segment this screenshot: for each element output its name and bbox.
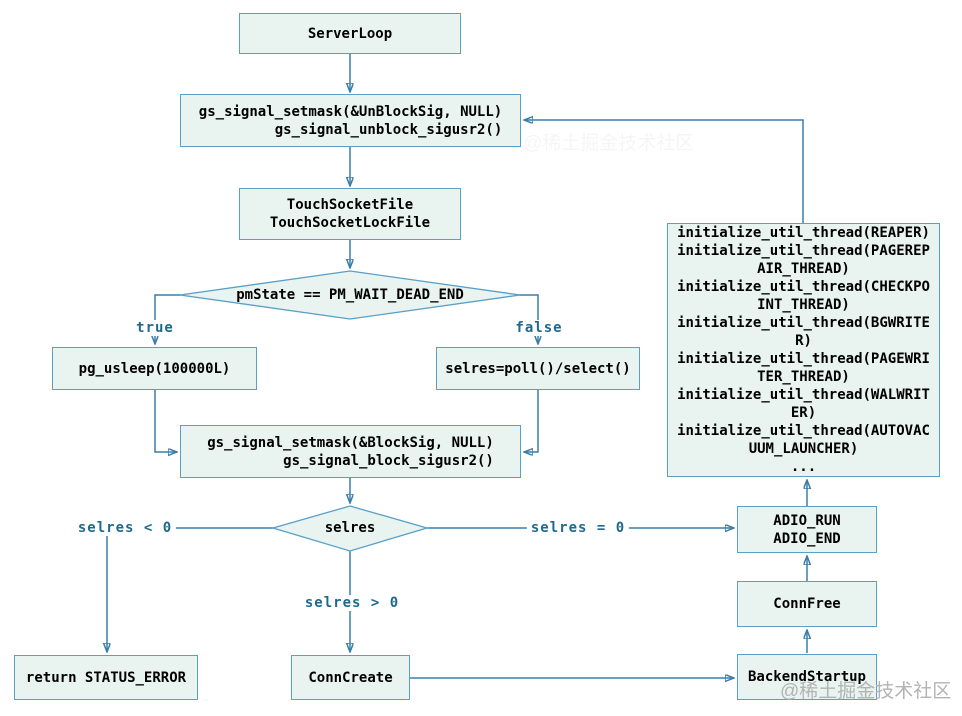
node-backend-startup: BackendStartup <box>737 654 877 700</box>
node-label: ADIO_RUN <box>773 512 841 529</box>
edge-usleep-to-block <box>154 390 177 452</box>
decision-diamond-pmstate <box>179 270 521 320</box>
node-selres-poll: selres=poll()/select() <box>436 347 640 390</box>
node-label: BackendStartup <box>747 669 866 685</box>
node-touch-socket: TouchSocketFile TouchSocketLockFile <box>239 188 461 240</box>
edge-label-true: true <box>132 320 178 336</box>
node-conn-free: ConnFree <box>737 581 877 627</box>
node-label: TouchSocketLockFile <box>269 215 431 231</box>
node-label: ServerLoop <box>307 25 393 42</box>
edge-init-to-unblock <box>524 120 804 223</box>
node-conn-create: ConnCreate <box>291 655 410 700</box>
node-label: ADIO_END <box>773 530 841 547</box>
node-label: selres=poll()/select() <box>445 360 631 377</box>
node-label: pg_usleep(100000L) <box>78 360 231 377</box>
edge-label-false: false <box>511 320 567 336</box>
node-label: gs_signal_setmask(&BlockSig, NULL) <box>207 434 494 451</box>
edge-label-selres-gt: selres > 0 <box>300 595 404 611</box>
node-label: ConnCreate <box>308 669 393 686</box>
node-pg-usleep: pg_usleep(100000L) <box>52 347 257 390</box>
decision-diamond-selres <box>270 505 430 552</box>
edge-poll-to-block <box>524 390 539 452</box>
node-server-loop: ServerLoop <box>239 13 461 54</box>
node-return-status-error: return STATUS_ERROR <box>14 655 198 700</box>
node-signal-unblock: gs_signal_setmask(&UnBlockSig, NULL) gs_… <box>180 94 521 147</box>
node-label: gs_signal_setmask(&UnBlockSig, NULL) <box>198 103 503 120</box>
node-signal-block: gs_signal_setmask(&BlockSig, NULL) gs_si… <box>180 425 521 478</box>
node-adio: ADIO_RUN ADIO_END <box>737 506 877 553</box>
decision-label-selres: selres <box>324 520 376 536</box>
node-label: TouchSocketFile <box>286 197 414 213</box>
node-label: gs_signal_unblock_sigusr2() <box>274 121 503 138</box>
edge-label-selres-eq: selres = 0 <box>526 520 630 536</box>
edge-label-selres-lt: selres < 0 <box>73 520 177 536</box>
node-init-util-threads: initialize_util_thread(REAPER) initializ… <box>667 223 940 477</box>
node-label: initialize_util_thread(REAPER) initializ… <box>677 225 930 475</box>
node-label: ConnFree <box>773 596 841 612</box>
decision-label-pmstate: pmState == PM_WAIT_DEAD_END <box>236 287 464 303</box>
node-label: return STATUS_ERROR <box>25 669 187 686</box>
edge-selres-lt <box>107 527 274 652</box>
node-label: gs_signal_block_sigusr2() <box>283 452 494 469</box>
